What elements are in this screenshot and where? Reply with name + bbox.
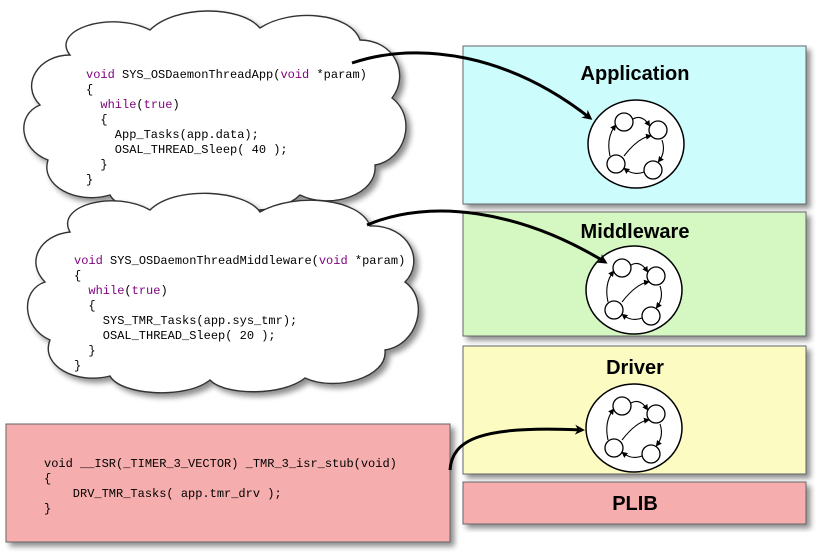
code-line: while(true)	[86, 98, 180, 112]
middleware-thread-cloud	[26, 192, 420, 394]
isr-code: void __ISR(_TIMER_3_VECTOR) _TMR_3_isr_s…	[44, 457, 397, 516]
app-thread-code: void SYS_OSDaemonThreadApp(void *param){…	[86, 68, 367, 187]
code-line: }	[74, 344, 96, 358]
code-line: {	[74, 269, 81, 283]
state-machine-icon	[588, 100, 684, 188]
middleware-thread-arrow	[366, 209, 608, 264]
code-line: void SYS_OSDaemonThreadMiddleware(void *…	[74, 254, 405, 268]
app-thread-cloud	[23, 10, 407, 213]
code-line: void SYS_OSDaemonThreadApp(void *param)	[86, 68, 367, 82]
code-line: }	[86, 158, 108, 172]
driver-layer-title: Driver	[606, 357, 664, 379]
code-line: OSAL_THREAD_Sleep( 20 );	[74, 329, 276, 343]
code-line: {	[86, 83, 93, 97]
code-line: while(true)	[74, 284, 168, 298]
isr-box-rect	[5, 423, 451, 543]
code-line: {	[86, 113, 108, 127]
code-line: {	[74, 299, 96, 313]
isr-box	[5, 423, 451, 543]
code-line: void __ISR(_TIMER_3_VECTOR) _TMR_3_isr_s…	[44, 457, 397, 471]
middleware-layer-title: Middleware	[581, 221, 690, 243]
code-line: OSAL_THREAD_Sleep( 40 );	[86, 143, 288, 157]
code-line: SYS_TMR_Tasks(app.sys_tmr);	[74, 314, 297, 328]
plib-layer-box	[462, 481, 807, 525]
isr-arrow	[448, 424, 585, 471]
code-line: {	[44, 472, 51, 486]
code-line: DRV_TMR_Tasks( app.tmr_drv );	[44, 487, 282, 501]
plib-layer	[462, 481, 807, 525]
plib-layer-title: PLIB	[612, 493, 658, 515]
code-line: }	[86, 173, 93, 187]
app-thread-arrow	[351, 51, 593, 120]
code-line: }	[44, 502, 51, 516]
code-line: }	[74, 359, 81, 373]
middleware-thread-code: void SYS_OSDaemonThreadMiddleware(void *…	[74, 254, 405, 373]
code-line: App_Tasks(app.data);	[86, 128, 259, 142]
application-layer-title: Application	[581, 63, 690, 85]
state-machine-icon	[586, 384, 682, 472]
